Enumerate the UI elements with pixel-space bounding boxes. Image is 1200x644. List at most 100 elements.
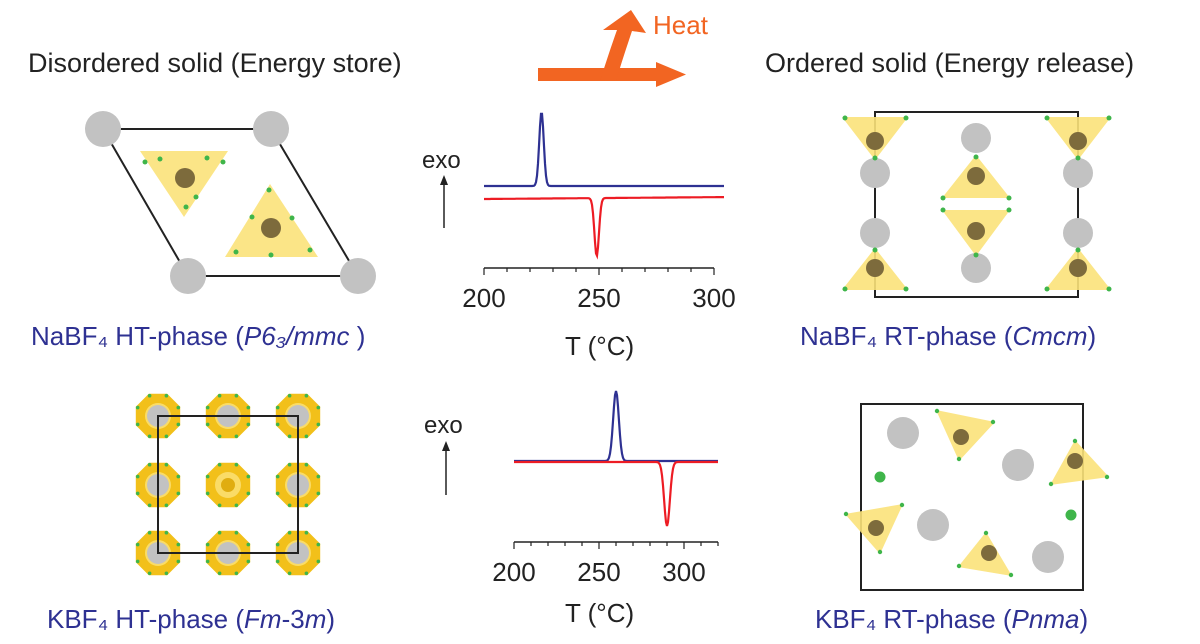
fluorine-atom xyxy=(217,462,222,467)
boron-atom xyxy=(221,478,235,492)
fluorine-atom xyxy=(275,422,280,427)
fluorine-atom xyxy=(304,434,309,439)
cooling-curve xyxy=(484,112,724,188)
fluorine-atom xyxy=(135,491,140,496)
fluorine-atom xyxy=(164,503,169,508)
fluorine-atom xyxy=(287,503,292,508)
fluorine-atom xyxy=(164,393,169,398)
fluorine-atom xyxy=(246,422,251,427)
x-ticks: 200 250 300 xyxy=(492,542,719,587)
x-tick-label: 200 xyxy=(492,557,535,587)
fluorine-atom xyxy=(304,530,309,535)
fluorine-atom xyxy=(246,542,251,547)
cation xyxy=(170,258,206,294)
fluorine-atom xyxy=(287,462,292,467)
exo-label: exo xyxy=(424,412,463,439)
x-axis-label: T (°C) xyxy=(565,331,634,361)
boron-atom xyxy=(175,168,195,188)
heating-curve xyxy=(484,196,724,260)
fluorine-atom xyxy=(205,559,210,564)
fluorine-atom xyxy=(287,393,292,398)
fluorine-atom xyxy=(176,559,181,564)
fluorine-atom xyxy=(135,542,140,547)
x-tick-label: 250 xyxy=(577,557,620,587)
fluorine-atom xyxy=(234,434,239,439)
fluorine-atom xyxy=(217,393,222,398)
fluorine-atom xyxy=(205,474,210,479)
fluorine-atom xyxy=(275,542,280,547)
fluorine-atom xyxy=(176,542,181,547)
fluorine-atom xyxy=(275,491,280,496)
exo-label: exo xyxy=(422,147,461,174)
fluorine-atom xyxy=(287,530,292,535)
x-tick-label: 200 xyxy=(462,283,505,313)
fluorine-atom xyxy=(316,542,321,547)
fluorine-atom xyxy=(147,434,152,439)
heating-curve xyxy=(514,460,718,527)
kbf4-rt-caption: KBF₄ RT-phase (Pnma) xyxy=(815,604,1088,634)
unit-cell xyxy=(157,415,299,554)
left-title: Disordered solid (Energy store) xyxy=(28,48,402,78)
fluorine-atom xyxy=(147,503,152,508)
fluorine-atom xyxy=(147,462,152,467)
fluorine-atom xyxy=(234,462,239,467)
fluorine-atom xyxy=(246,405,251,410)
fluorine-atom xyxy=(147,530,152,535)
fluorine-atom xyxy=(316,405,321,410)
unit-cell xyxy=(860,403,1084,591)
fluorine-atom xyxy=(304,393,309,398)
fluorine-atom xyxy=(304,503,309,508)
cation xyxy=(253,111,289,147)
fluorine-atom xyxy=(205,405,210,410)
fluorine-atom xyxy=(135,474,140,479)
kbf4-ht-caption: KBF₄ HT-phase (Fm-3m) xyxy=(47,604,335,634)
fluorine-atom xyxy=(275,559,280,564)
fluorine-atom xyxy=(316,422,321,427)
heat-label: Heat xyxy=(653,10,709,40)
nabf4-rt-caption: NaBF₄ RT-phase (Cmcm) xyxy=(800,321,1096,351)
fluorine-atom xyxy=(246,559,251,564)
fluorine-atom xyxy=(234,530,239,535)
fluorine-atom xyxy=(234,393,239,398)
fluorine-atom xyxy=(205,422,210,427)
fluorine-atom xyxy=(316,474,321,479)
fluorine-atom xyxy=(217,503,222,508)
kbf4-rt-structure xyxy=(843,403,1110,591)
fluorine-atom xyxy=(246,474,251,479)
fluorine-atom xyxy=(164,434,169,439)
cation xyxy=(85,111,121,147)
nabf4-ht-caption: NaBF₄ HT-phase (P6₃/mmc ) xyxy=(31,321,365,351)
fluorine-atom xyxy=(147,393,152,398)
fluorine-atom xyxy=(275,405,280,410)
fluorine-atom xyxy=(217,434,222,439)
fluorine-atom xyxy=(246,491,251,496)
fluorine-atom xyxy=(147,571,152,576)
nabf4-ht-structure xyxy=(85,111,376,294)
cooling-curve xyxy=(514,390,718,463)
x-tick-label: 250 xyxy=(577,283,620,313)
fluorine-atom xyxy=(275,474,280,479)
cation xyxy=(340,258,376,294)
fluorine-atom xyxy=(205,491,210,496)
fluorine-atom xyxy=(316,491,321,496)
fluorine-atom xyxy=(217,530,222,535)
fluorine-atom xyxy=(287,571,292,576)
x-axis-label: T (°C) xyxy=(565,598,634,628)
fluorine-atom xyxy=(164,462,169,467)
x-tick-label: 300 xyxy=(662,557,705,587)
right-title: Ordered solid (Energy release) xyxy=(765,48,1134,78)
fluorine-atom xyxy=(176,405,181,410)
nabf4-rt-structure xyxy=(842,111,1112,298)
fluorine-atom xyxy=(135,422,140,427)
fluorine-atom xyxy=(287,434,292,439)
heat-arrow-icon xyxy=(538,10,686,87)
boron-atom xyxy=(261,218,281,238)
kbf4-ht-structure xyxy=(135,393,321,576)
unit-cell xyxy=(874,111,1079,298)
fluorine-atom xyxy=(135,559,140,564)
fluorine-atom xyxy=(176,491,181,496)
fluorine-atom xyxy=(304,571,309,576)
fluorine-atom xyxy=(234,503,239,508)
